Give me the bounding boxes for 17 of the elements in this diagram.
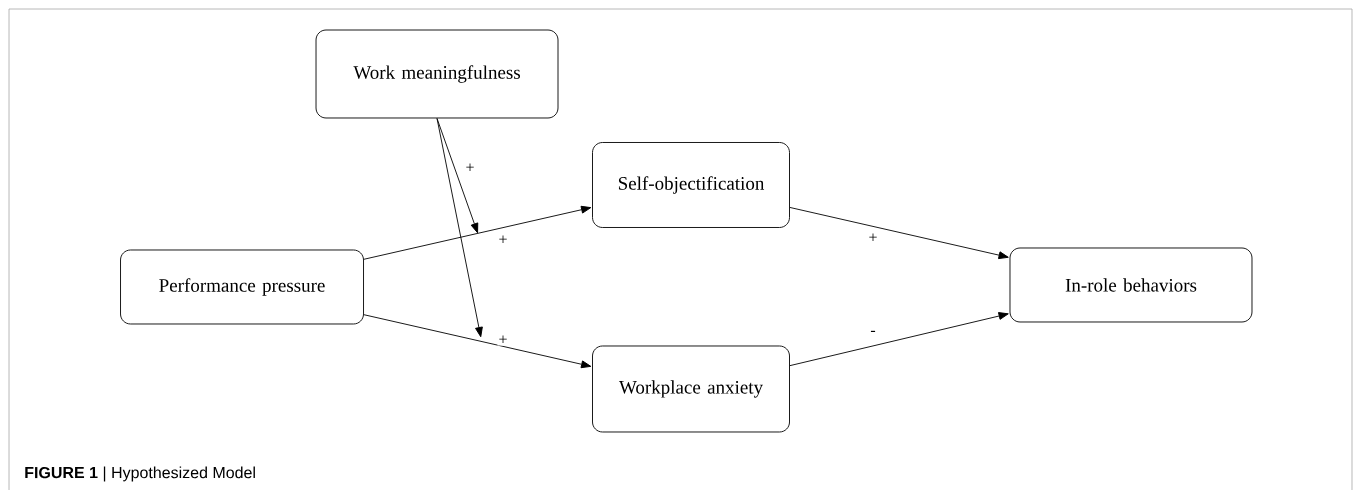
variable-box: Workplace anxiety: [592, 345, 790, 433]
caption: FIGURE 1 | Hypothesized Model: [25, 466, 255, 482]
variable-box: In-role behaviors: [1009, 247, 1253, 323]
arrow: [363, 205, 592, 260]
edge-label: +: [867, 232, 879, 244]
edge-label: -: [869, 329, 877, 337]
edge-label: +: [497, 334, 509, 346]
arrow: [436, 118, 479, 234]
arrow: [363, 314, 592, 369]
arrow: [789, 312, 1009, 367]
edge-label: +: [497, 234, 509, 246]
edge-label: +: [464, 162, 476, 174]
arrow: [436, 118, 483, 338]
variable-box: Work meaningfulness: [315, 29, 559, 119]
variable-box: Self-objectification: [592, 142, 790, 228]
arrow: [789, 207, 1009, 260]
variable-box: Performance pressure: [120, 249, 364, 325]
